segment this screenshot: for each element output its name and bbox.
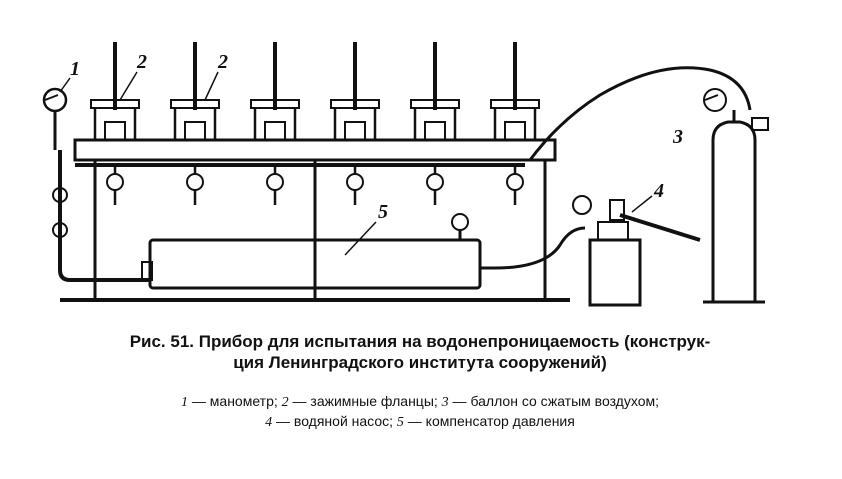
station-5-valve-icon — [426, 173, 444, 191]
pump-handle — [619, 213, 701, 242]
legend-text: — водяной насос; — [272, 413, 397, 429]
caption-title-line-1: Рис. 51. Прибор для испытания на водонеп… — [129, 332, 711, 351]
legend-text: — баллон со сжатым воздухом; — [448, 393, 659, 409]
station-6-valve-icon — [506, 173, 524, 191]
station-2-valve-icon — [186, 173, 204, 191]
compensator-valve — [451, 213, 469, 231]
leader-1 — [59, 77, 71, 93]
station-4-valve-icon — [346, 173, 364, 191]
manometer-needle — [44, 94, 59, 101]
figure-caption-title: Рис. 51. Прибор для испытания на водонеп… — [20, 331, 820, 373]
pump-hose — [494, 226, 586, 270]
clamping-stations — [90, 42, 540, 205]
legend-line-1: 1 — манометр; 2 — зажимные фланцы; 3 — б… — [20, 392, 820, 412]
station-3-top-plate — [250, 99, 300, 109]
station-3-flange — [264, 121, 286, 141]
table-top — [73, 138, 557, 162]
compensator-end-cap — [141, 261, 153, 281]
station-4-top-plate — [330, 99, 380, 109]
legend-text: — манометр; — [188, 393, 282, 409]
station-4-flange — [344, 121, 366, 141]
station-5-top-plate — [410, 99, 460, 109]
legend-num: 1 — [181, 395, 188, 410]
callout-2b: 2 — [217, 51, 228, 73]
pump-handle-pivot — [609, 199, 625, 221]
callout-1: 1 — [70, 58, 80, 80]
legend-text: — зажимные фланцы; — [288, 393, 442, 409]
station-6-flange — [504, 121, 526, 141]
legend-num: 3 — [441, 395, 449, 410]
station-1-top-plate — [90, 99, 140, 109]
station-2-top-plate — [170, 99, 220, 109]
figure-legend: 1 — манометр; 2 — зажимные фланцы; 3 — б… — [20, 392, 820, 432]
leader-5 — [344, 221, 377, 256]
left-valve-upper — [52, 187, 68, 203]
station-1-valve-icon — [106, 173, 124, 191]
station-2-flange — [184, 121, 206, 141]
pressure-compensator — [148, 238, 482, 290]
leader-4 — [631, 195, 653, 213]
callout-2a: 2 — [136, 51, 147, 73]
leader-2a — [119, 71, 138, 101]
station-3-valve-icon — [266, 173, 284, 191]
legend-text: — компенсатор давления — [403, 413, 575, 429]
station-6-top-plate — [490, 99, 540, 109]
station-1-flange — [104, 121, 126, 141]
pump-head — [597, 221, 629, 241]
legend-num: 5 — [396, 415, 404, 430]
cylinder-gauge — [703, 88, 727, 112]
pump-gauge — [572, 195, 592, 215]
cylinder-valve — [751, 117, 769, 131]
callout-4: 4 — [653, 180, 664, 202]
cylinder-gauge-needle — [704, 94, 719, 101]
compressed-air-cylinder — [711, 120, 757, 304]
legend-line-2: 4 — водяной насос; 5 — компенсатор давле… — [20, 412, 820, 432]
air-hose — [528, 66, 752, 161]
callout-3: 3 — [672, 126, 683, 148]
caption-title-line-2: ция Ленинградского института сооружений) — [233, 353, 607, 372]
left-return-pipe — [58, 269, 150, 282]
left-valve-lower — [52, 222, 68, 238]
callout-5: 5 — [378, 201, 388, 223]
callouts: 1 2 2 3 4 5 — [59, 51, 683, 256]
legend-num: 2 — [281, 395, 289, 410]
station-5-flange — [424, 121, 446, 141]
water-pump-tank — [588, 238, 642, 307]
legend-num: 4 — [265, 415, 273, 430]
leader-2b — [204, 71, 219, 101]
